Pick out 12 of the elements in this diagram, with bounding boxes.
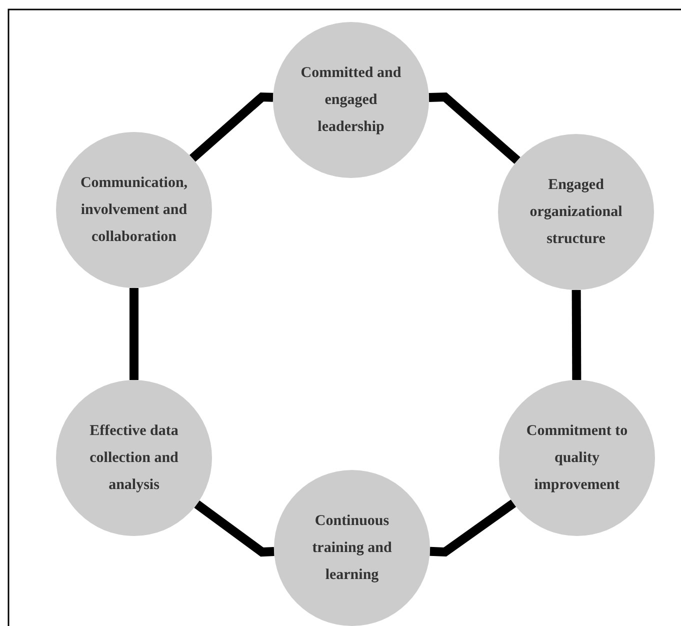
connector-line (189, 92, 274, 162)
node-label: Engaged organizational structure (528, 176, 624, 248)
connector-line (430, 500, 516, 557)
node-label: Communication, involvement and collaboration (79, 174, 189, 246)
connector-line (428, 92, 520, 164)
node-label: Committed and engaged leadership (300, 64, 402, 136)
node-label: Continuous training and learning (311, 512, 393, 584)
connector-line (194, 500, 274, 557)
connector-line (130, 288, 138, 380)
node-label: Effective data collection and analysis (88, 422, 180, 494)
node-label: Commitment to quality improvement (525, 422, 629, 494)
connector-line (572, 290, 582, 380)
